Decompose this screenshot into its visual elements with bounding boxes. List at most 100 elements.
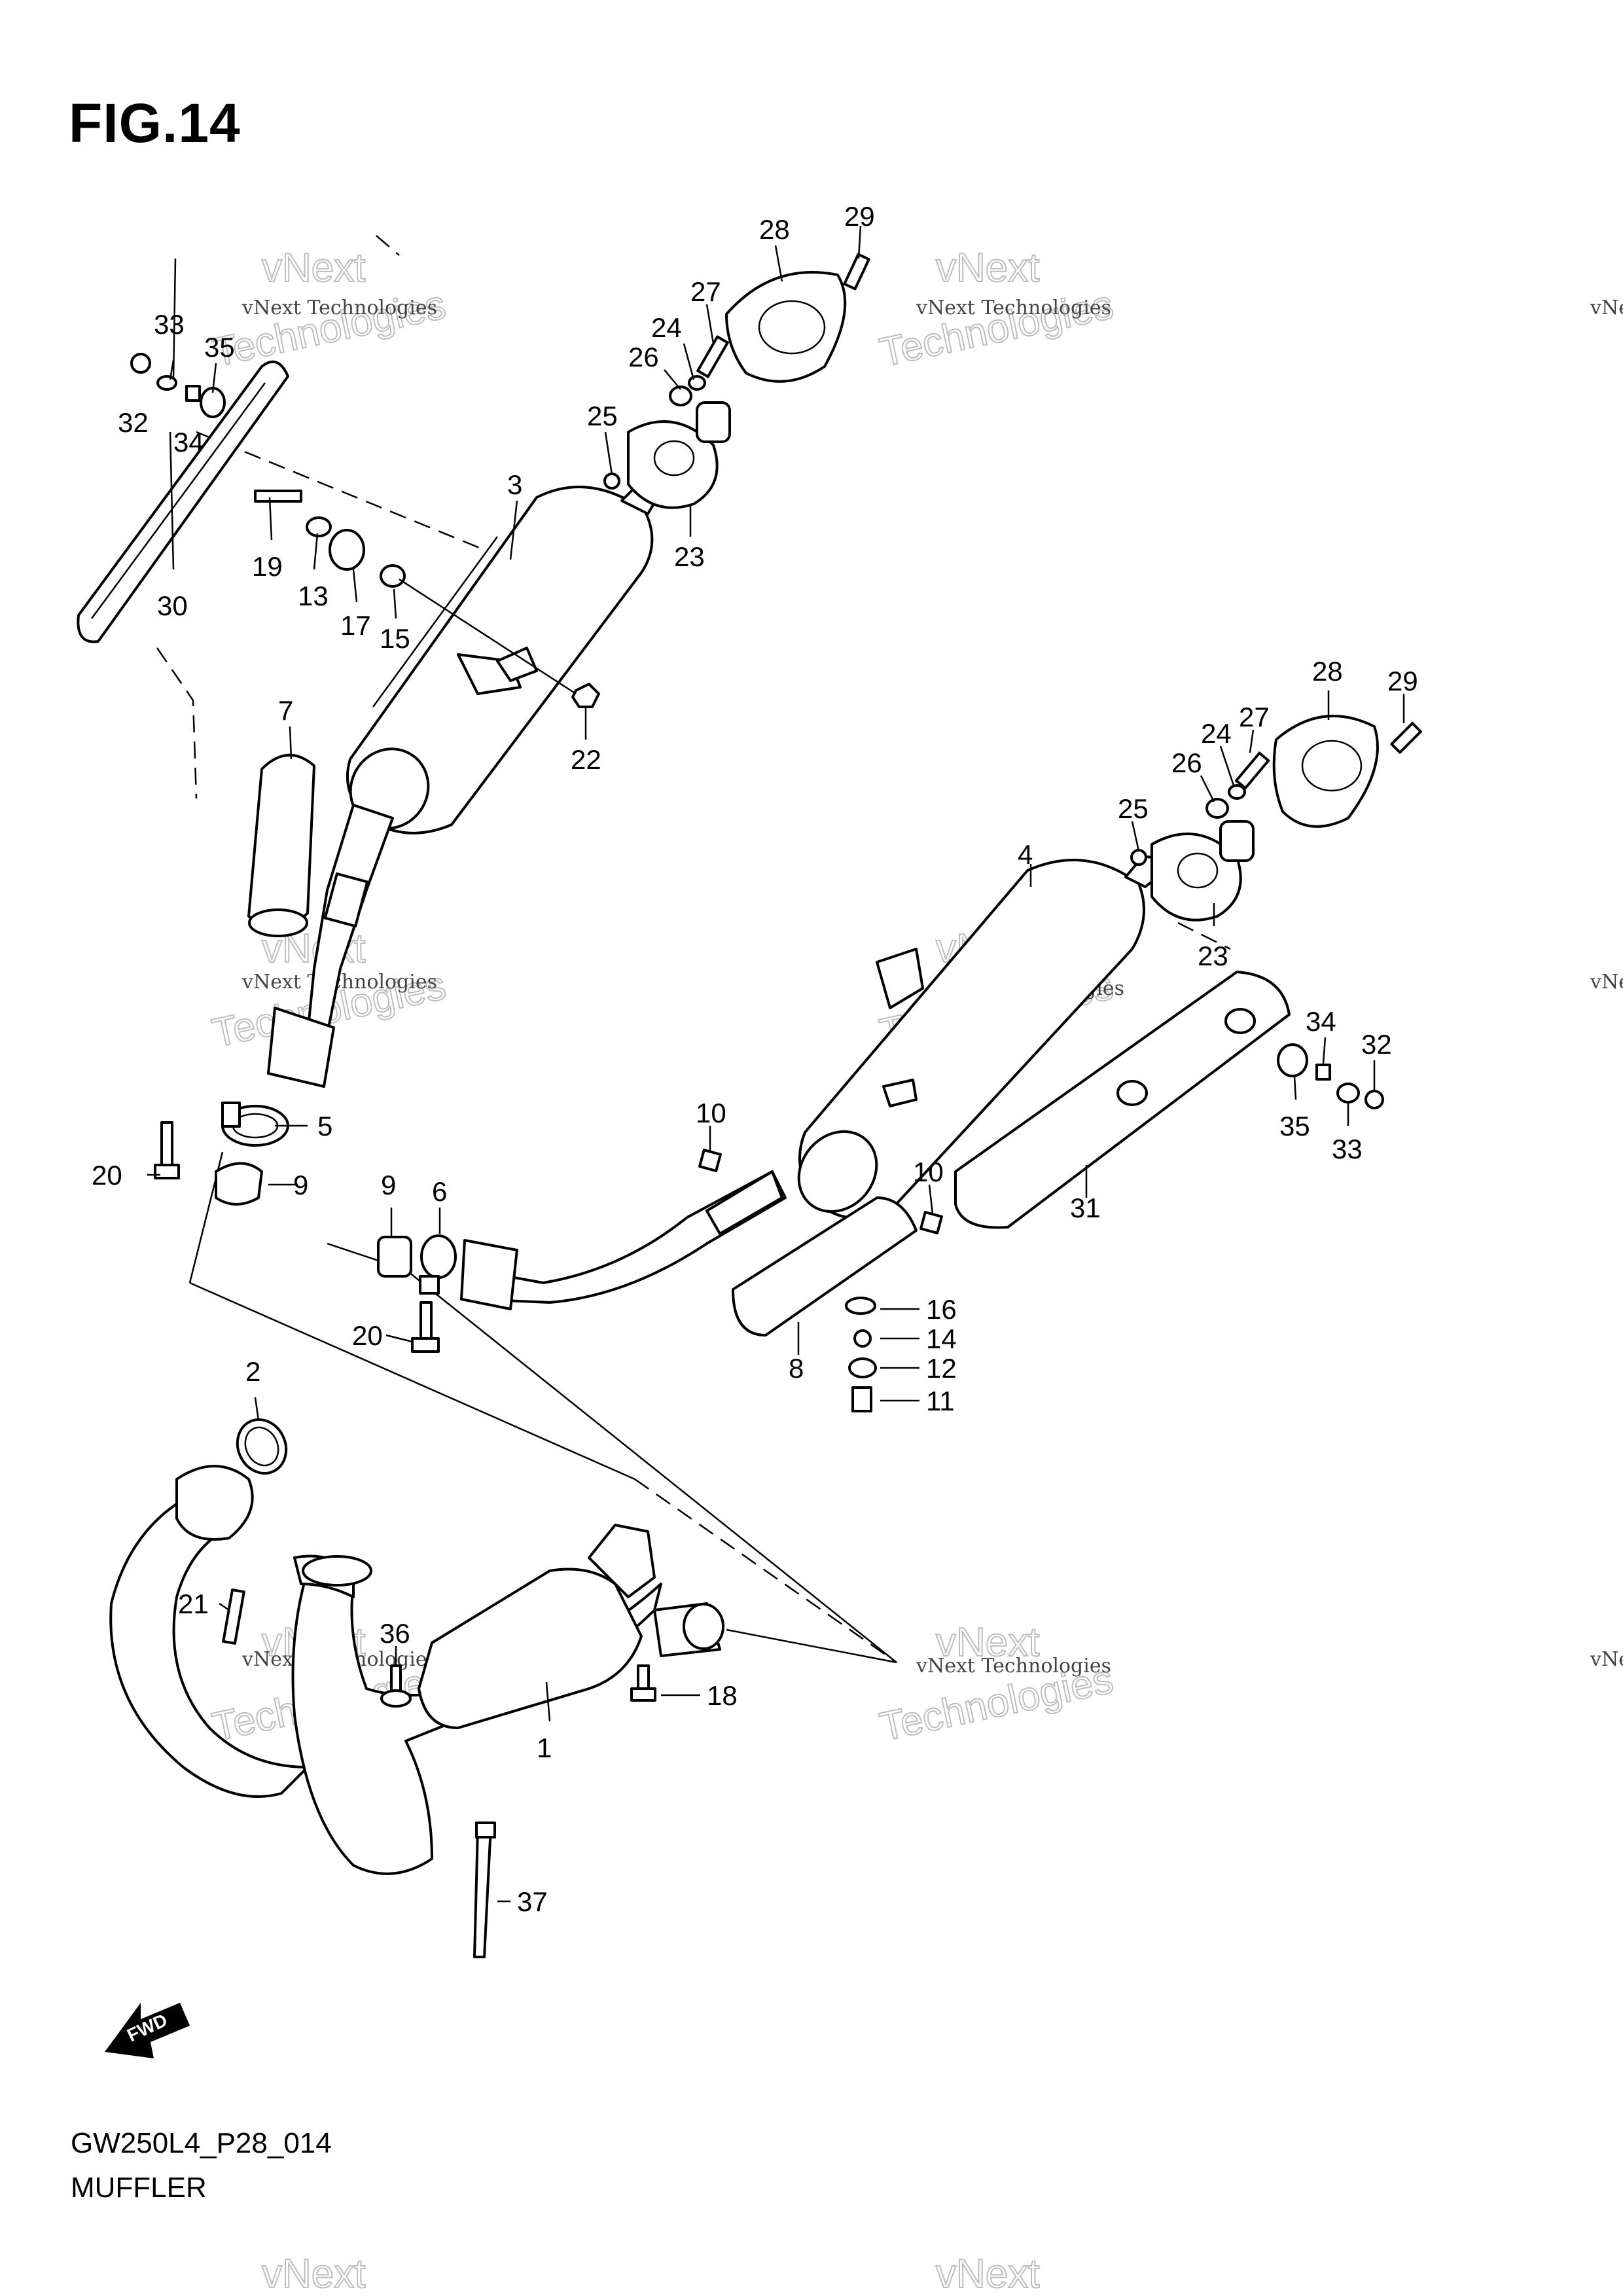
- callout-2: 2: [245, 1356, 260, 1387]
- callout-34-right: 34: [1306, 1006, 1336, 1037]
- callout-29-upper: 29: [844, 201, 875, 232]
- callout-19: 19: [252, 551, 283, 582]
- part-34-collar-upper: [185, 385, 201, 402]
- callout-31: 31: [1070, 1193, 1101, 1223]
- part-30-heat-shield: [77, 360, 289, 643]
- part-10-nut-b: [919, 1211, 943, 1234]
- part-29-screw-right: [1390, 722, 1422, 754]
- callout-34-upper: 34: [173, 427, 204, 457]
- part-8-protector-right: [732, 1196, 918, 1336]
- watermark-low-right: vNext Technologies vNext Technologies: [876, 1619, 1118, 1751]
- nuts-10: [698, 1149, 943, 1234]
- forward-direction-arrow: FWD: [105, 2003, 190, 2058]
- fasteners-right-protector: [845, 1297, 877, 1412]
- part-26-collar-upper: [669, 386, 692, 406]
- fasteners-right-shield: [1277, 1043, 1384, 1109]
- watermark-bottom: vNext vNext: [261, 2251, 1040, 2296]
- watermark-logo-word-1: vNext: [262, 245, 365, 291]
- part-28-end-cover-upper: [725, 271, 847, 383]
- callout-24-right: 24: [1201, 718, 1232, 749]
- figure-caption: MUFFLER: [71, 2172, 207, 2204]
- callout-13: 13: [298, 581, 329, 611]
- leader-lines: [147, 225, 1405, 1903]
- part-28-end-cover-right: [1272, 715, 1379, 828]
- watermark-company: vNext Technologies: [916, 296, 1111, 319]
- watermark-company: vNext Technologies: [1590, 296, 1623, 319]
- callout-14: 14: [926, 1323, 957, 1354]
- part-23-end-plate-right: [1150, 833, 1242, 922]
- figure-title: FIG.14: [69, 92, 241, 154]
- part-33-washer-upper: [156, 375, 177, 391]
- callout-6: 6: [432, 1176, 447, 1207]
- callout-20-lower: 20: [352, 1320, 383, 1351]
- part-36-sensor: [380, 1664, 412, 1708]
- watermark-company: vNext Technologies: [241, 296, 437, 319]
- part-12-grommet: [848, 1357, 877, 1378]
- part-29-screw-upper: [843, 253, 870, 291]
- callout-5: 5: [317, 1111, 332, 1141]
- callout-21: 21: [178, 1588, 209, 1619]
- watermark-company: vNext Technologies: [916, 1655, 1111, 1677]
- part-9-gasket-upper: [215, 1162, 263, 1206]
- callout-10-b: 10: [913, 1157, 944, 1187]
- callout-3: 3: [507, 469, 522, 500]
- callout-37: 37: [517, 1886, 548, 1917]
- part-2-gasket-pipe: [236, 1418, 288, 1475]
- callout-25-right: 25: [1118, 793, 1149, 824]
- part-34-collar-right: [1315, 1064, 1331, 1081]
- callout-9-upper: 9: [293, 1170, 308, 1200]
- part-31-heat-shield-right: [954, 971, 1291, 1229]
- part-24-washer-right: [1228, 784, 1246, 800]
- callout-11: 11: [926, 1386, 955, 1416]
- part-13-washer: [306, 516, 332, 537]
- callout-23-upper: 23: [674, 541, 705, 572]
- figure-code: GW250L4_P28_014: [71, 2127, 332, 2159]
- watermark-top-right: vNext Technologies vNext Technologies: [876, 245, 1118, 376]
- watermark-layer: vNext Technologies vNext Technologies vN…: [208, 245, 1623, 2296]
- part-11-bolt: [851, 1386, 872, 1412]
- part-24-washer-upper: [688, 375, 706, 391]
- callout-23-right: 23: [1198, 941, 1228, 971]
- callout-15: 15: [380, 623, 410, 654]
- callout-32-upper: 32: [118, 407, 149, 438]
- callout-17: 17: [340, 610, 371, 641]
- part-4-muffler-body: [797, 855, 1163, 1220]
- watermark-company: vNext Technologies: [1590, 971, 1623, 994]
- watermark-company: vNext Technologies: [1590, 1648, 1623, 1671]
- link-pipe-right: [460, 1170, 787, 1310]
- callout-22: 22: [571, 744, 601, 775]
- watermark-logo-word-1: vNext: [936, 2251, 1039, 2296]
- callout-18: 18: [707, 1680, 738, 1711]
- part-20-bolt-lower: [419, 1301, 433, 1343]
- callout-1: 1: [537, 1732, 552, 1763]
- part-5-clamp-upper: [221, 1102, 289, 1147]
- part-1-exhaust-pipe: [109, 1465, 724, 1875]
- callout-30: 30: [157, 590, 188, 621]
- part-16-washer: [845, 1297, 876, 1315]
- part-9-gasket-lower: [377, 1236, 412, 1278]
- fasteners-upper-left: [130, 353, 226, 418]
- callout-26-upper: 26: [628, 342, 659, 372]
- part-18-bolt-lower: [630, 1664, 656, 1702]
- end-cap-assembly-right: [1130, 715, 1422, 922]
- callout-8: 8: [789, 1353, 804, 1384]
- part-32-bolt-upper: [130, 353, 151, 374]
- callout-28-right: 28: [1312, 656, 1343, 687]
- callout-28-upper: 28: [759, 214, 790, 245]
- watermark-logo-word-1: vNext: [262, 2251, 365, 2296]
- part-27-bolt-upper: [696, 335, 729, 378]
- fasteners-muffler-mount: [254, 490, 600, 708]
- part-17-cushion: [329, 529, 365, 571]
- watermark-logo-word-1: vNext: [936, 245, 1039, 291]
- part-22-nut: [571, 683, 600, 708]
- part-37-cable-tie: [473, 1821, 496, 1958]
- callout-32-right: 32: [1361, 1029, 1392, 1060]
- callout-26-right: 26: [1171, 747, 1202, 778]
- part-35-grommet-right: [1277, 1043, 1308, 1077]
- callout-27-right: 27: [1239, 702, 1270, 732]
- part-7-protector: [247, 753, 315, 937]
- part-19-bolt: [254, 490, 302, 503]
- part-20-bolt-upper: [154, 1121, 180, 1179]
- watermark-top-left: vNext Technologies vNext Technologies: [208, 245, 450, 376]
